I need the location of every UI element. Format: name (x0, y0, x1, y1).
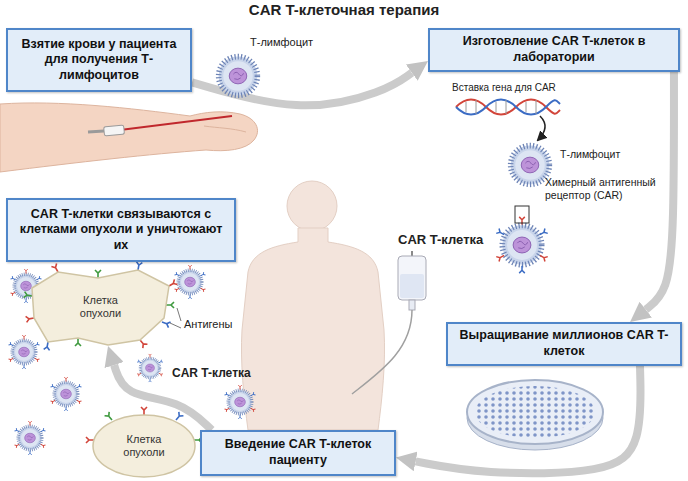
process-box: Взятие крови у пациента для получения Т-… (6, 28, 192, 92)
node-text: Введение CAR T-клеток пациенту (210, 437, 386, 468)
antigen-marks (24, 262, 202, 443)
process-box: Введение CAR T-клеток пациенту (200, 430, 396, 476)
cell-label: CAR T-клетка (398, 232, 483, 248)
cell-label: Т-лимфоцит (560, 148, 620, 161)
dna-strand (456, 100, 560, 141)
process-box: CAR T-клетки связываются с клетками опух… (6, 198, 236, 262)
leader-lines (170, 308, 181, 328)
t-lymphocyte (511, 146, 550, 185)
node-text: CAR T-клетки связываются с клетками опух… (16, 207, 226, 254)
cell-label: Т-лимфоцит (250, 36, 313, 49)
t-lymphocyte (219, 57, 258, 96)
tumor-cell: Клетка опухоли (28, 268, 173, 346)
petri-dish (467, 380, 603, 450)
receptor-label: Химерный антигенный рецептор (CAR) (545, 176, 663, 201)
process-arrow (646, 72, 674, 310)
car-t-cell (496, 206, 548, 273)
patient-silhouette (241, 181, 384, 430)
process-box: Выращивание миллионов CAR T-клеток (446, 322, 682, 366)
antigen-label: Антигены (184, 318, 232, 331)
node-text: Взятие крови у пациента для получения Т-… (16, 37, 182, 84)
node-text: Выращивание миллионов CAR T-клеток (456, 328, 672, 359)
node-text: Изготовление CAR T-клеток в лаборатории (438, 34, 670, 65)
diagram-title: CAR T-клеточная терапия (0, 1, 688, 19)
gene-label: Вставка гена для CAR (452, 82, 556, 94)
iv-drip (352, 251, 426, 394)
patient-arm (0, 103, 258, 172)
process-box: Изготовление CAR T-клеток в лаборатории (428, 28, 680, 72)
cell-label: CAR T-клетка (172, 366, 251, 380)
process-arrow (416, 366, 641, 473)
tumor-shape (93, 415, 195, 477)
tumor-shape (32, 270, 169, 345)
tumor-cell: Клетка опухоли (92, 414, 196, 478)
node-text: Клетка опухоли (113, 433, 175, 459)
node-text: Клетка опухоли (70, 294, 132, 320)
